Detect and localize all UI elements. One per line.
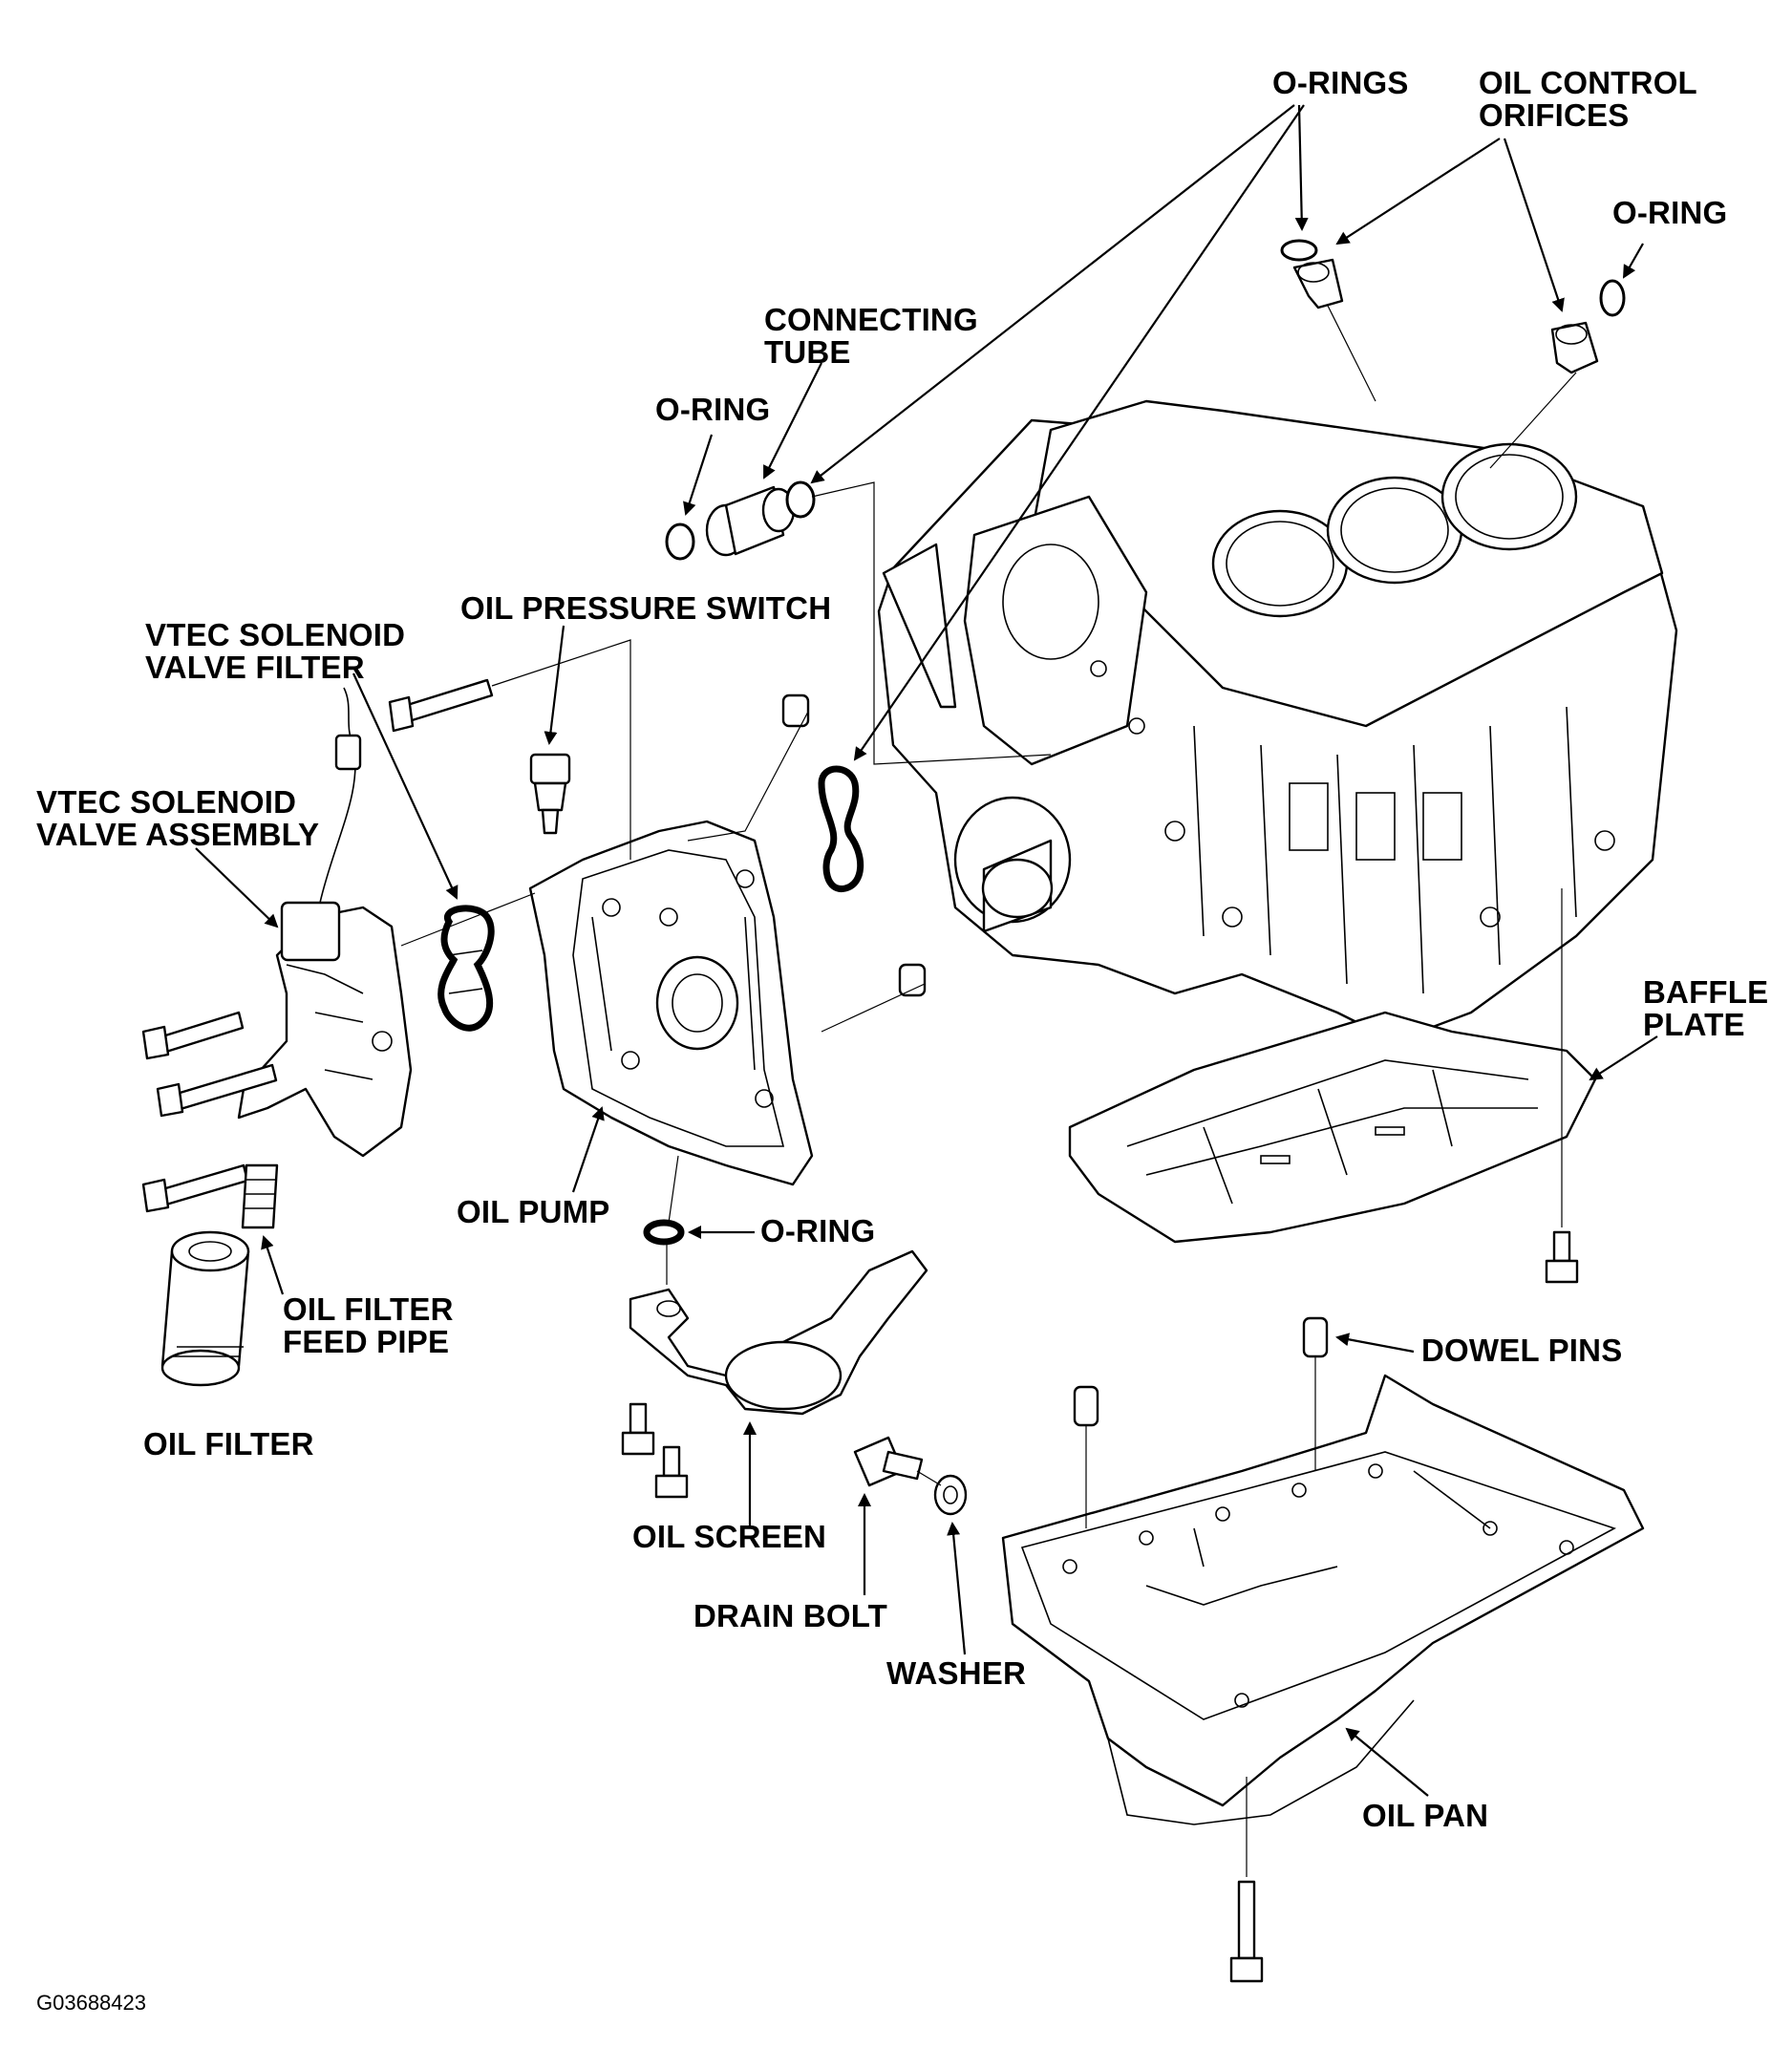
label-text: ORIFICES bbox=[1479, 97, 1630, 133]
label-vtec-solenoid-valve-filter: VTEC SOLENOID VALVE FILTER bbox=[145, 619, 405, 684]
label-text: OIL PUMP bbox=[457, 1194, 610, 1229]
vtec-filter-part bbox=[437, 905, 495, 1032]
label-text: DOWEL PINS bbox=[1421, 1333, 1623, 1368]
oil-screen-part bbox=[629, 1219, 928, 1416]
label-o-ring-pump: O-RING bbox=[760, 1215, 875, 1248]
oil-pump-part bbox=[528, 820, 814, 1186]
figure-id: G03688423 bbox=[36, 1991, 146, 2015]
vtec-solenoid-assembly-part bbox=[237, 687, 413, 1158]
label-oil-pump: OIL PUMP bbox=[457, 1196, 610, 1228]
label-text: O-RINGS bbox=[1272, 65, 1409, 100]
engine-block bbox=[877, 399, 1678, 1043]
label-baffle-plate: BAFFLE PLATE bbox=[1643, 976, 1768, 1041]
label-text: OIL PAN bbox=[1362, 1798, 1489, 1833]
label-text: BAFFLE bbox=[1643, 974, 1769, 1010]
leader-lines bbox=[195, 104, 1658, 1797]
label-text: TUBE bbox=[764, 334, 851, 370]
label-oil-filter: OIL FILTER bbox=[143, 1428, 314, 1461]
dowel-pins bbox=[781, 693, 1329, 1427]
label-text: VTEC SOLENOID bbox=[36, 784, 297, 820]
label-text: O-RING bbox=[760, 1213, 876, 1248]
label-text: OIL PRESSURE SWITCH bbox=[460, 590, 832, 626]
label-drain-bolt: DRAIN BOLT bbox=[693, 1600, 887, 1632]
label-text: OIL FILTER bbox=[283, 1291, 454, 1327]
label-oil-pan: OIL PAN bbox=[1362, 1800, 1488, 1832]
label-text: VALVE FILTER bbox=[145, 650, 365, 685]
label-text: FEED PIPE bbox=[283, 1324, 450, 1359]
oil-filter-feed-pipe-part bbox=[241, 1163, 279, 1229]
alignment-lines bbox=[400, 305, 1577, 1877]
label-oil-filter-feed-pipe: OIL FILTER FEED PIPE bbox=[283, 1293, 454, 1358]
label-text: OIL FILTER bbox=[143, 1426, 314, 1461]
label-text: PLATE bbox=[1643, 1007, 1745, 1042]
label-oil-pressure-switch: OIL PRESSURE SWITCH bbox=[460, 592, 831, 625]
top-orings-orifices bbox=[1280, 239, 1626, 374]
label-text: VALVE ASSEMBLY bbox=[36, 817, 320, 852]
oil-filter-part bbox=[160, 1230, 250, 1387]
connecting-tube-part bbox=[665, 480, 816, 561]
label-text: OIL CONTROL bbox=[1479, 65, 1697, 100]
label-text: VTEC SOLENOID bbox=[145, 617, 406, 652]
label-text: OIL SCREEN bbox=[632, 1519, 827, 1554]
label-connecting-tube: CONNECTING TUBE bbox=[764, 304, 978, 369]
label-text: WASHER bbox=[886, 1655, 1027, 1691]
label-text: DRAIN BOLT bbox=[693, 1598, 888, 1633]
label-o-ring-left: O-RING bbox=[655, 394, 770, 426]
oil-pressure-switch-part bbox=[529, 753, 571, 835]
oil-passage-gasket bbox=[818, 765, 864, 892]
label-dowel-pins: DOWEL PINS bbox=[1421, 1334, 1622, 1367]
label-oil-screen: OIL SCREEN bbox=[632, 1521, 826, 1553]
label-vtec-solenoid-valve-assembly: VTEC SOLENOID VALVE ASSEMBLY bbox=[36, 786, 319, 851]
label-oil-control-orifices: OIL CONTROL ORIFICES bbox=[1479, 67, 1697, 132]
label-text: O-RING bbox=[1612, 195, 1728, 230]
baffle-plate bbox=[1068, 1011, 1597, 1244]
label-o-rings-top: O-RINGS bbox=[1272, 67, 1409, 99]
label-o-ring-right: O-RING bbox=[1612, 197, 1727, 229]
bolts bbox=[141, 678, 1579, 1983]
label-text: O-RING bbox=[655, 392, 771, 427]
label-washer: WASHER bbox=[886, 1657, 1026, 1690]
oil-pan-part bbox=[1001, 1374, 1645, 1825]
label-text: CONNECTING bbox=[764, 302, 978, 337]
